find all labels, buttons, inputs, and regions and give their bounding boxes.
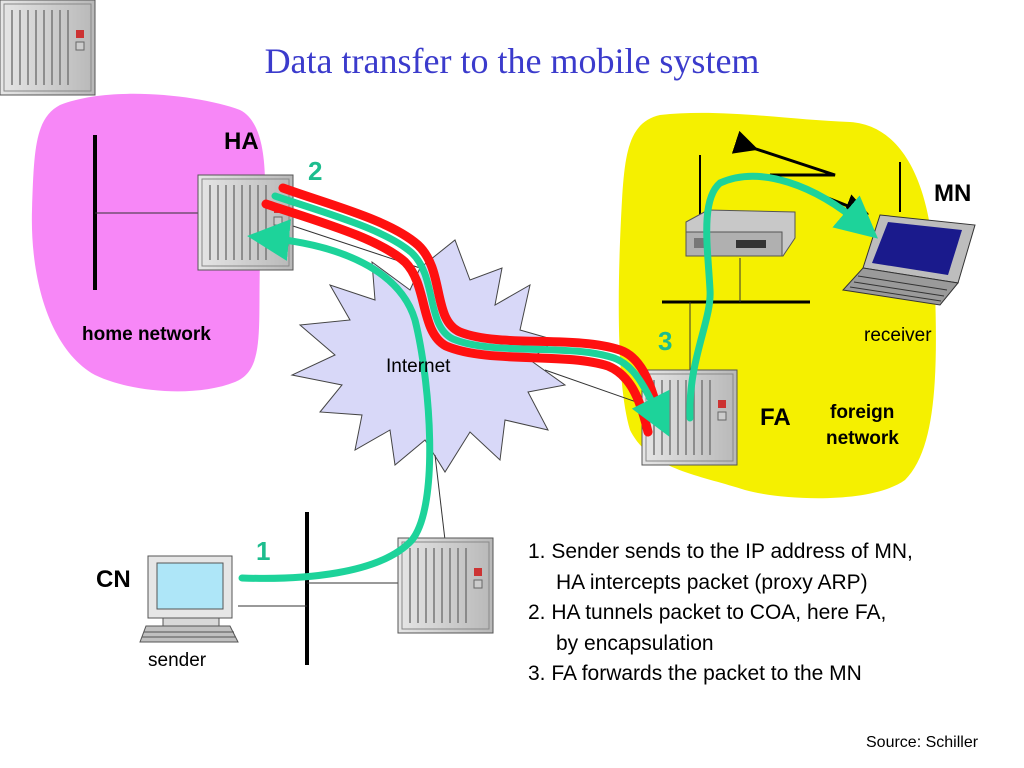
receiver-label: receiver [864,325,932,346]
step-number-2: 2 [308,156,323,186]
cn-label: CN [96,566,131,593]
slide-title: Data transfer to the mobile system [264,41,760,81]
fa-label: FA [760,404,791,431]
path-step2 [271,192,670,437]
home-network-area [31,93,266,392]
access-point-icon [685,155,796,257]
laptop-icon [842,162,976,306]
foreign-network-label-line1: foreign [830,402,895,423]
step-text-continued: by encapsulation [556,631,714,655]
step-item: 2. HA tunnels packet to COA, here FA, by… [528,598,913,659]
internet-link-cn-router [434,454,446,541]
mn-label: MN [934,180,972,207]
router-rack-icon [0,0,96,96]
source-credit: Source: Schiller [866,734,979,751]
step-item: 1. Sender sends to the IP address of MN,… [528,537,913,598]
foreign-network-label-line2: network [826,428,899,449]
internet-link-fa [544,369,646,406]
step-number-3: 3 [658,326,673,356]
tunnel-ha-fa-inner [261,199,653,437]
cn-router-icon [397,537,494,634]
path-step3 [686,172,878,422]
sender-label: sender [148,650,207,671]
step-number-1: 1 [256,536,271,566]
internet-label: Internet [386,356,451,377]
home-network-label: home network [82,324,211,345]
tunnel-ha-fa-outer [278,183,663,417]
step-text-continued: HA intercepts packet (proxy ARP) [556,570,868,594]
desktop-computer-icon [139,555,239,643]
step-text: 1. Sender sends to the IP address of MN, [528,540,913,563]
steps-list: 1. Sender sends to the IP address of MN,… [528,537,913,690]
step-text: 2. HA tunnels packet to COA, here FA, [528,601,887,624]
path-step1 [238,219,434,582]
ha-label: HA [224,128,259,155]
step-text: 3. FA forwards the packet to the MN [528,662,862,685]
step-item: 3. FA forwards the packet to the MN [528,659,913,690]
